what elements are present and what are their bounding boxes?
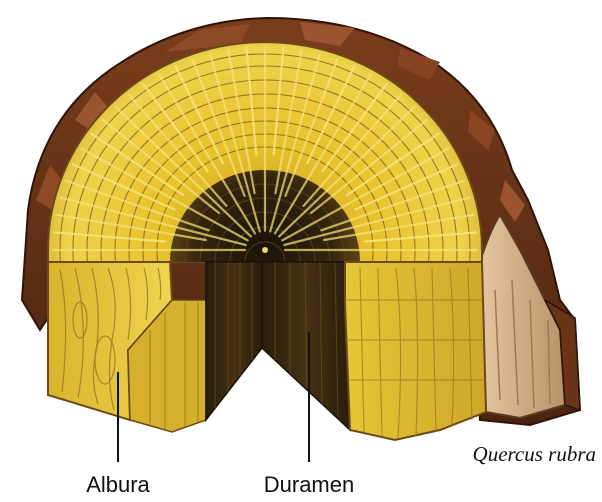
heartwood-label: Duramen — [264, 472, 354, 497]
heartwood-face-left — [206, 262, 262, 420]
pith — [262, 247, 268, 253]
sapwood-label: Albura — [86, 472, 150, 497]
cut-faces — [48, 262, 486, 440]
species-name: Quercus rubra — [473, 442, 596, 466]
